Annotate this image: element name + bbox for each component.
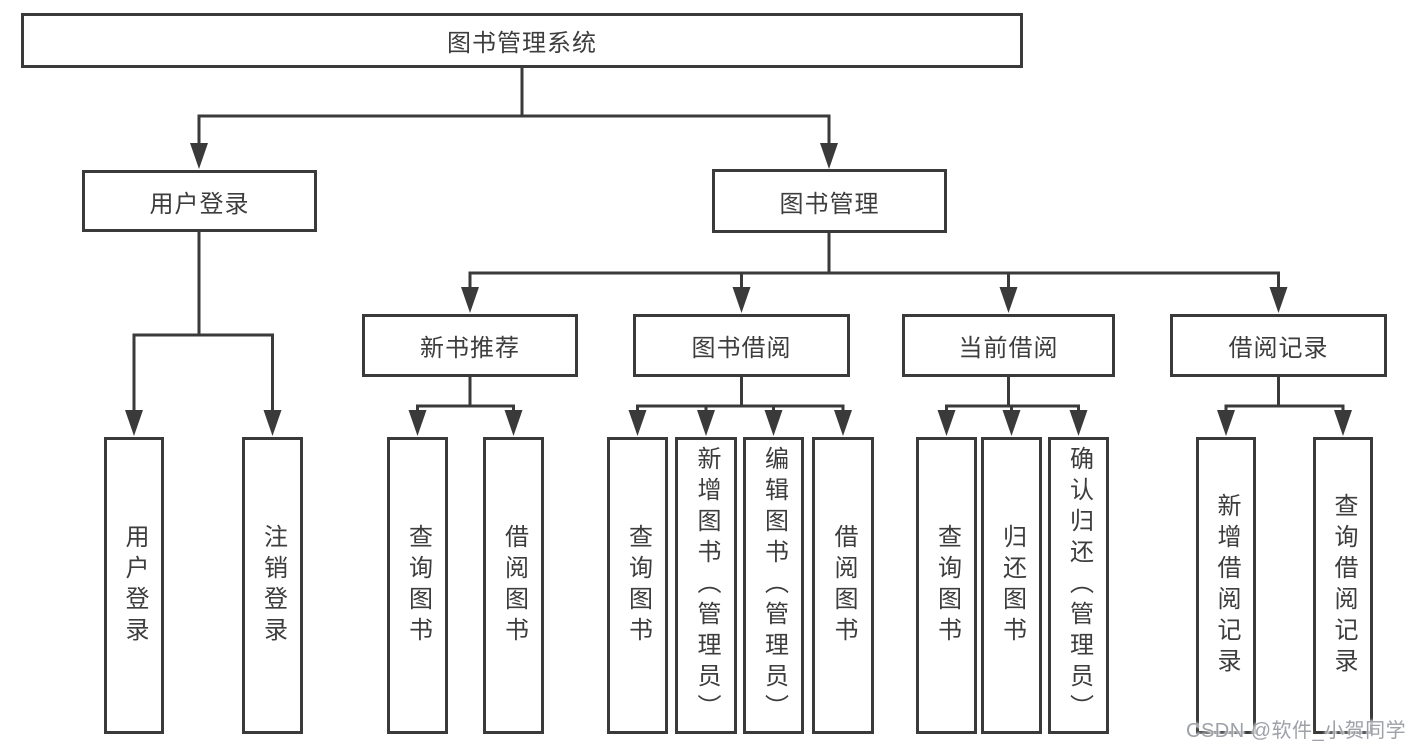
node-new-book-recommend: 新书推荐	[362, 314, 578, 377]
arrow-down-icon	[1069, 410, 1088, 436]
arrow-down-icon	[263, 410, 282, 436]
node-label: 新增图书（管理员）	[693, 446, 720, 725]
node-label: 图书借阅	[691, 335, 792, 362]
edge-root-to-level2	[190, 68, 838, 169]
arrow-down-icon	[764, 410, 783, 436]
node-label: 编辑图书（管理员）	[760, 446, 788, 725]
node-leaf-query-borrow-record: 查询借阅记录	[1313, 437, 1373, 734]
node-leaf-confirm-return-admin: 确认归还（管理员）	[1048, 437, 1109, 734]
arrow-down-icon	[1002, 410, 1021, 436]
node-label: 图书管理	[779, 190, 880, 218]
edge-book-management-children	[461, 233, 1288, 313]
node-leaf-query-books-3: 查询图书	[916, 437, 977, 734]
node-leaf-user-login: 用户登录	[104, 437, 164, 734]
arrow-down-icon	[697, 410, 715, 436]
arrow-down-icon	[834, 410, 852, 436]
edge-book-borrow-children	[628, 377, 852, 436]
arrow-down-icon	[1217, 410, 1235, 436]
node-label: 查询借阅记录	[1330, 492, 1357, 679]
node-label: 查询图书	[404, 523, 432, 648]
node-label: 借阅记录	[1228, 335, 1329, 362]
node-leaf-borrow-books-2: 借阅图书	[812, 437, 874, 734]
node-label: 用户登录	[121, 523, 148, 648]
node-leaf-return-books: 归还图书	[981, 437, 1042, 734]
edge-new-book-recommend-children	[408, 377, 523, 436]
arrow-down-icon	[628, 410, 647, 436]
arrow-down-icon	[504, 410, 523, 436]
edge-borrow-records-children	[1217, 377, 1352, 436]
arrow-down-icon	[461, 287, 479, 313]
arrow-down-icon	[732, 287, 751, 313]
node-label: 图书管理系统	[447, 30, 597, 57]
node-label: 新增借阅记录	[1213, 492, 1240, 679]
node-leaf-query-books-1: 查询图书	[387, 437, 448, 734]
node-label: 借阅图书	[500, 523, 528, 648]
node-label: 借阅图书	[830, 523, 857, 648]
node-root: 图书管理系统	[21, 13, 1023, 68]
arrow-down-icon	[999, 287, 1018, 313]
node-label: 归还图书	[998, 523, 1026, 648]
watermark: CSDN @软件_小贺同学	[1186, 720, 1405, 742]
arrow-down-icon	[1269, 287, 1288, 313]
node-label: 查询图书	[933, 523, 961, 648]
node-label: 用户登录	[149, 190, 250, 218]
node-book-management: 图书管理	[712, 169, 947, 233]
node-leaf-query-books-2: 查询图书	[607, 437, 668, 734]
node-borrow-records: 借阅记录	[1170, 314, 1387, 377]
node-label: 注销登录	[259, 523, 287, 648]
node-label: 确认归还（管理员）	[1065, 446, 1093, 725]
edge-current-borrow-children	[937, 377, 1088, 436]
node-leaf-borrow-books-1: 借阅图书	[483, 437, 544, 734]
arrow-down-icon	[125, 410, 143, 436]
node-leaf-add-books-admin: 新增图书（管理员）	[675, 437, 737, 734]
node-current-borrow: 当前借阅	[902, 314, 1115, 377]
arrow-down-icon	[190, 143, 208, 169]
arrow-down-icon	[820, 143, 838, 169]
node-book-borrow: 图书借阅	[633, 314, 850, 377]
node-label: 新书推荐	[420, 335, 520, 362]
node-leaf-add-borrow-record: 新增借阅记录	[1196, 437, 1256, 734]
node-label: 当前借阅	[958, 335, 1059, 362]
arrow-down-icon	[1334, 410, 1352, 436]
node-label: 查询图书	[624, 523, 652, 648]
edge-user-login-children	[125, 232, 282, 436]
arrow-down-icon	[937, 410, 956, 436]
arrow-down-icon	[408, 410, 427, 436]
node-leaf-logout: 注销登录	[242, 437, 303, 734]
node-leaf-edit-books-admin: 编辑图书（管理员）	[743, 437, 804, 734]
node-user-login: 用户登录	[82, 170, 317, 232]
